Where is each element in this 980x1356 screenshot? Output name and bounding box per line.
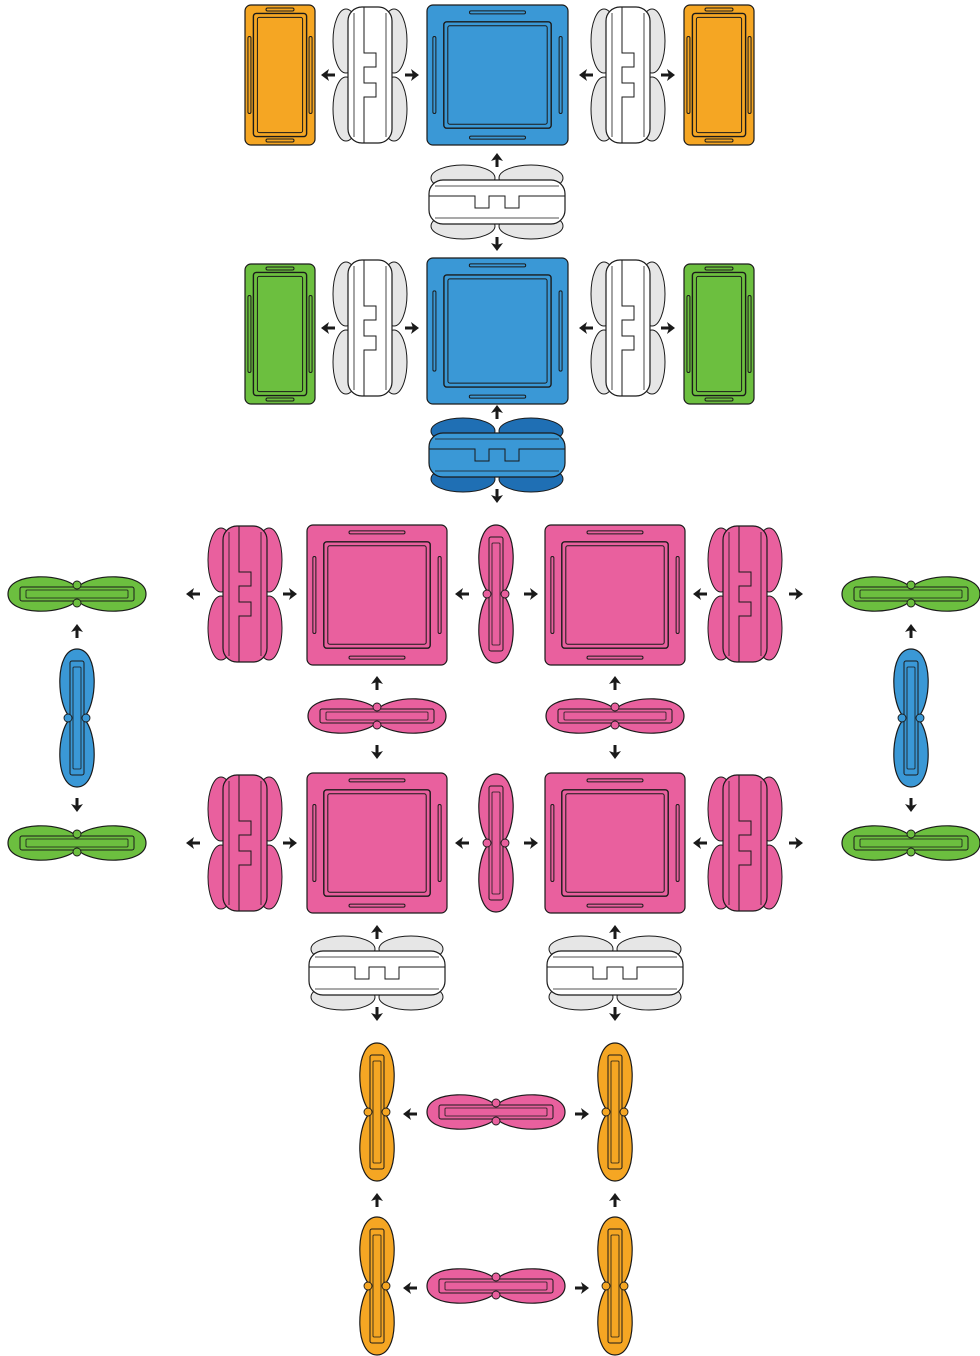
- arrow-left: [455, 837, 469, 849]
- arrow-right: [789, 837, 803, 849]
- orange-rect-tile: [683, 4, 755, 146]
- orange-narrow-connector: [359, 1042, 395, 1182]
- green-rect-tile: [244, 263, 316, 405]
- pink-square-tile: [306, 524, 448, 666]
- green-narrow-connector: [7, 825, 147, 861]
- arrow-down: [371, 1007, 383, 1021]
- arrow-up: [371, 676, 383, 690]
- arrow-down: [491, 489, 503, 503]
- pink-narrow-connector: [307, 698, 447, 734]
- arrow-left: [403, 1108, 417, 1120]
- arrow-right: [524, 837, 538, 849]
- assembly-layer: [7, 4, 980, 1356]
- arrow-left: [403, 1282, 417, 1294]
- arrow-left: [321, 322, 335, 334]
- white-wide-connector: [590, 259, 666, 397]
- pink-wide-connector: [207, 525, 283, 663]
- pink-square-tile: [544, 524, 686, 666]
- pink-narrow-connector: [478, 524, 514, 664]
- arrow-down: [491, 237, 503, 251]
- arrow-up: [491, 153, 503, 167]
- blue-narrow-connector: [59, 648, 95, 788]
- white-wide-connector: [590, 6, 666, 144]
- arrow-right: [789, 588, 803, 600]
- arrow-down: [71, 798, 83, 812]
- pink-square-tile: [306, 772, 448, 914]
- white-wide-connector: [332, 259, 408, 397]
- arrow-down: [609, 745, 621, 759]
- pink-narrow-connector: [478, 773, 514, 913]
- arrow-left: [455, 588, 469, 600]
- arrow-right: [405, 322, 419, 334]
- blue-square-tile: [426, 4, 569, 146]
- arrow-up: [371, 1193, 383, 1207]
- white-wide-connector: [428, 164, 566, 240]
- arrow-left: [579, 69, 593, 81]
- arrow-right: [283, 837, 297, 849]
- arrow-up: [371, 925, 383, 939]
- arrow-up: [491, 405, 503, 419]
- arrow-up: [609, 925, 621, 939]
- arrow-right: [524, 588, 538, 600]
- white-wide-connector: [308, 935, 446, 1011]
- arrow-left: [321, 69, 335, 81]
- green-narrow-connector: [7, 576, 147, 612]
- pink-wide-connector: [707, 774, 783, 912]
- orange-rect-tile: [244, 4, 316, 146]
- green-narrow-connector: [841, 576, 980, 612]
- white-wide-connector: [546, 935, 684, 1011]
- arrow-left: [186, 837, 200, 849]
- pink-narrow-connector: [426, 1268, 566, 1304]
- blue-narrow-connector: [893, 648, 929, 788]
- arrow-right: [661, 69, 675, 81]
- white-wide-connector: [332, 6, 408, 144]
- green-narrow-connector: [841, 825, 980, 861]
- arrow-up: [71, 624, 83, 638]
- arrow-right: [661, 322, 675, 334]
- blue-wide-connector: [428, 417, 566, 493]
- pink-square-tile: [544, 772, 686, 914]
- arrow-left: [693, 588, 707, 600]
- arrow-down: [609, 1007, 621, 1021]
- pink-narrow-connector: [426, 1094, 566, 1130]
- pink-wide-connector: [707, 525, 783, 663]
- arrow-right: [405, 69, 419, 81]
- arrow-right: [575, 1108, 589, 1120]
- arrow-up: [609, 1193, 621, 1207]
- orange-narrow-connector: [597, 1216, 633, 1356]
- pink-narrow-connector: [545, 698, 685, 734]
- arrow-left: [579, 322, 593, 334]
- arrow-up: [905, 624, 917, 638]
- blue-square-tile: [426, 257, 569, 405]
- arrow-down: [371, 745, 383, 759]
- arrow-left: [693, 837, 707, 849]
- arrow-right: [283, 588, 297, 600]
- pink-wide-connector: [207, 774, 283, 912]
- arrow-down: [905, 798, 917, 812]
- orange-narrow-connector: [359, 1216, 395, 1356]
- green-rect-tile: [683, 263, 755, 405]
- arrow-right: [575, 1282, 589, 1294]
- arrow-up: [609, 676, 621, 690]
- arrow-left: [186, 588, 200, 600]
- orange-narrow-connector: [597, 1042, 633, 1182]
